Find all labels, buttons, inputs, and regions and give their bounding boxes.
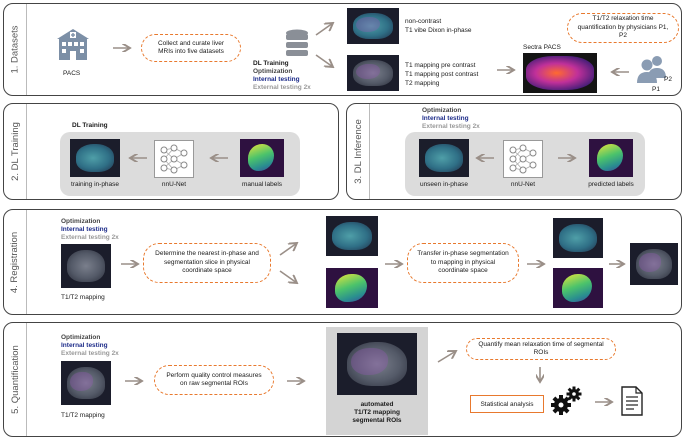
dataset-dl-training: DL Training	[253, 60, 289, 67]
inference-nnunet-label: nnU-Net	[510, 181, 536, 188]
panel-dl-inference: 3. DL Inference Optimization Internal te…	[346, 103, 682, 200]
noncontrast-line1: non-contrast	[405, 18, 442, 25]
neural-network-icon	[154, 140, 194, 178]
manual-labels-label: manual labels	[241, 181, 283, 188]
tab-dl-training-label: 2. DL Training	[9, 122, 21, 181]
arrow-quantify-to-stats	[536, 367, 544, 386]
transfer-segmentation-step: Transfer in-phase segmentation to mappin…	[407, 243, 519, 283]
gears-icon	[551, 386, 582, 415]
tab-dl-inference-label: 3. DL Inference	[352, 119, 364, 184]
panel-tab: 3. DL Inference	[347, 104, 370, 199]
quant-optimization: Optimization	[61, 334, 101, 341]
inference-internal-testing: Internal testing	[422, 115, 469, 122]
auto-line2: T1/T2 mapping	[354, 409, 400, 416]
neural-network-icon	[503, 140, 543, 178]
mapping-line1: T1 mapping pre contrast	[405, 62, 476, 69]
arrow-net-to-predicted	[558, 154, 579, 162]
mapping-line3: T2 mapping	[405, 80, 440, 87]
arrow-physicians-to-pacs	[609, 68, 629, 76]
noncontrast-line2: T1 vibe Dixon in-phase	[405, 27, 472, 34]
statistical-analysis-step: Statistical analysis	[470, 395, 544, 413]
report-document-icon	[621, 386, 643, 416]
physicians-icon	[637, 56, 666, 83]
arrow-mapping-to-step1	[121, 260, 142, 268]
tab-registration-label: 4. Registration	[9, 231, 21, 293]
arrow-net-to-unseen	[474, 154, 494, 162]
registration-external-testing: External testing 2x	[61, 234, 119, 241]
quant-internal-testing: Internal testing	[61, 342, 108, 349]
physician-p1-label: P1	[652, 86, 660, 93]
tab-datasets-label: 1. Datasets	[9, 25, 21, 74]
registration-optimization: Optimization	[61, 218, 101, 225]
quality-control-step: Perform quality control measures on raw …	[154, 365, 274, 395]
registered-overlay-image	[630, 243, 678, 285]
quant-mapping-label: T1/T2 mapping	[61, 412, 105, 419]
inference-external-testing: External testing 2x	[422, 123, 480, 130]
panel-tab: 2. DL Training	[4, 104, 27, 199]
manual-labels-image	[240, 139, 284, 177]
nearest-inphase-image	[326, 216, 378, 256]
panel-tab: 4. Registration	[4, 210, 27, 314]
unseen-inphase-image	[419, 139, 469, 177]
mapping-mri-image	[347, 55, 399, 91]
arrow-step1-to-seg	[279, 270, 302, 288]
arrow-labels-to-net	[208, 154, 228, 162]
dataset-internal-testing: Internal testing	[253, 76, 300, 83]
auto-line1: automated	[360, 401, 394, 408]
nearest-seg-image	[326, 268, 378, 308]
panel-tab: 5. Quantification	[4, 323, 27, 436]
panel-dl-training: 2. DL Training DL Training training in-p…	[3, 103, 339, 200]
training-inphase-image	[70, 139, 120, 177]
unseen-inphase-label: unseen in-phase	[419, 181, 469, 188]
nearest-slice-step: Determine the nearest in-phase and segme…	[143, 243, 271, 283]
quant-mapping-image	[61, 361, 111, 405]
registration-mapping-label: T1/T2 mapping	[61, 294, 105, 301]
arrow-rois-to-quantify	[437, 347, 460, 363]
registration-internal-testing: Internal testing	[61, 226, 108, 233]
dataset-external-testing: External testing 2x	[253, 84, 311, 91]
arrow-db-to-mapping	[315, 54, 338, 72]
arrow-to-overlay	[609, 260, 628, 268]
dataset-optimization: Optimization	[253, 68, 293, 75]
arrow-step1-to-inphase	[279, 238, 302, 256]
panel-datasets: 1. Datasets PACS Collect and curate live…	[3, 3, 682, 96]
predicted-labels-image	[589, 139, 633, 177]
panel-quantification: 5. Quantification Optimization Internal …	[3, 322, 682, 437]
arrow-pacs-to-collect	[113, 44, 134, 52]
arrow-mapping-to-pacs	[497, 66, 518, 74]
arrow-net-to-inphase	[127, 154, 147, 162]
noncontrast-mri-image	[347, 8, 399, 44]
panel-registration: 4. Registration Optimization Internal te…	[3, 209, 682, 315]
quantify-step: Quantify mean relaxation time of segment…	[466, 338, 616, 360]
sectra-pacs-screenshot	[523, 53, 597, 93]
pacs-label: PACS	[63, 70, 81, 77]
tab-quantification-label: 5. Quantification	[9, 345, 21, 414]
arrow-mapping-to-qc	[125, 377, 146, 385]
physician-p2-label: P2	[664, 76, 672, 83]
collect-step: Collect and curate liver MRIs into five …	[141, 34, 241, 62]
registered-inphase-image	[553, 218, 603, 258]
hospital-building-icon	[57, 29, 89, 60]
arrow-qc-to-rois	[287, 377, 308, 385]
sectra-pacs-label: Sectra PACS	[523, 44, 561, 51]
quantification-step: T1/T2 relaxation time quantification by …	[567, 13, 679, 43]
quant-external-testing: External testing 2x	[61, 350, 119, 357]
dl-training-header: DL Training	[72, 122, 108, 129]
auto-line3: segmental ROIs	[352, 417, 402, 424]
database-icon	[286, 29, 308, 56]
nnunet-label: nnU-Net	[161, 181, 187, 188]
registered-seg-image	[553, 268, 603, 308]
training-inphase-label: training in-phase	[70, 181, 120, 188]
registration-mapping-image	[61, 244, 111, 288]
panel-tab: 1. Datasets	[4, 4, 27, 95]
inference-optimization: Optimization	[422, 107, 462, 114]
segmental-rois-image	[337, 333, 417, 395]
arrow-images-to-step2	[385, 260, 406, 268]
arrow-db-to-noncontrast	[315, 18, 338, 36]
arrow-step2-to-output	[527, 260, 548, 268]
arrow-stats-to-report	[595, 398, 616, 406]
predicted-labels-label: predicted labels	[588, 181, 634, 188]
mapping-line2: T1 mapping post contrast	[405, 71, 479, 78]
